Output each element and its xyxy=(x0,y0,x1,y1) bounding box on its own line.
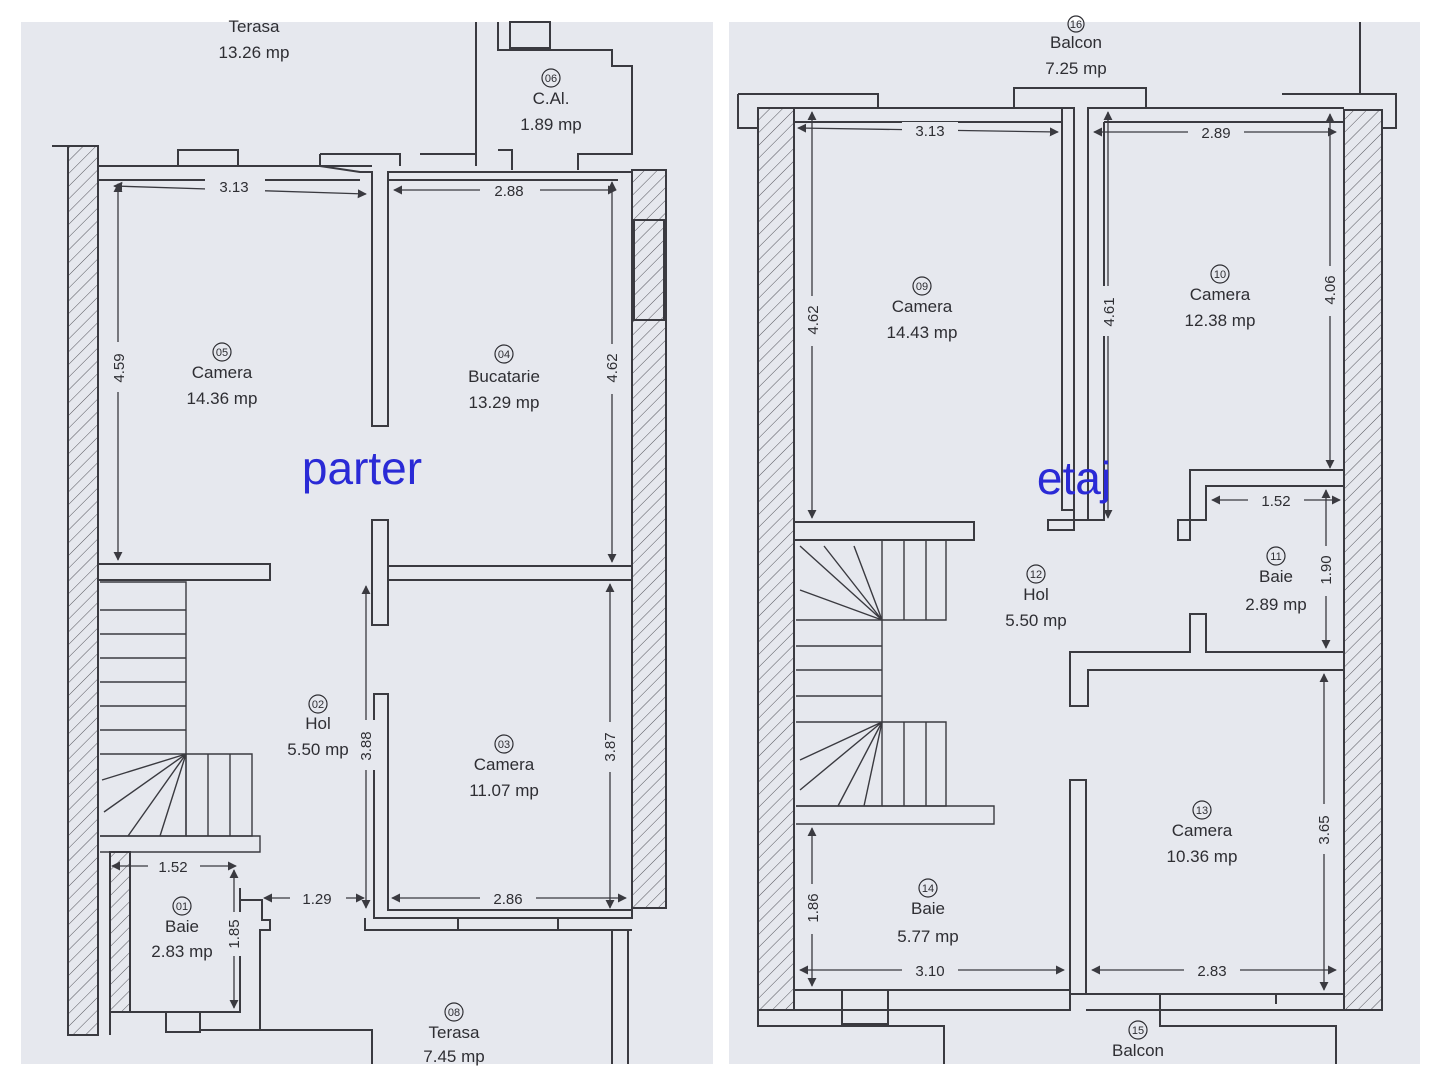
room-05-name: Camera xyxy=(192,363,253,382)
room-12-area: 5.50 mp xyxy=(1005,611,1066,630)
dimensions-etaj: 3.13 2.89 4.62 4.61 4.06 1.52 1.90 3.65 … xyxy=(797,111,1341,991)
room-12-name: Hol xyxy=(1023,585,1049,604)
room-14-num: 14 xyxy=(922,883,934,895)
room-12-num: 12 xyxy=(1030,569,1042,581)
room-06-area: 1.89 mp xyxy=(520,115,581,134)
dim-185: 1.85 xyxy=(226,919,243,948)
room-15-num: 15 xyxy=(1132,1025,1144,1037)
room-terasa-top-name: Terasa xyxy=(228,17,280,36)
outer-wall-left xyxy=(52,145,99,1036)
room-06-name: C.Al. xyxy=(533,89,570,108)
room-13-name: Camera xyxy=(1172,821,1233,840)
room-05-num: 05 xyxy=(216,347,228,359)
room-labels-etaj: 16 Balcon 7.25 mp 09 Camera 14.43 mp 10 … xyxy=(887,15,1307,1060)
room-01-area: 2.83 mp xyxy=(151,942,212,961)
outer-wall-right-etaj xyxy=(1343,109,1383,1011)
outer-wall-left-etaj xyxy=(757,107,795,1011)
room-09-name: Camera xyxy=(892,297,953,316)
dim-190-etaj: 1.90 xyxy=(1318,555,1335,584)
dim-313: 3.13 xyxy=(219,179,248,196)
room-03-num: 03 xyxy=(498,739,510,751)
panel-parter: 3.13 2.88 4.59 4.62 3.88 3.87 2.86 1.29 … xyxy=(21,17,713,1066)
room-13-area: 10.36 mp xyxy=(1167,847,1238,866)
dim-459: 4.59 xyxy=(111,353,128,382)
floor-label-parter: parter xyxy=(302,442,422,494)
room-06-num: 06 xyxy=(545,73,557,85)
room-10-num: 10 xyxy=(1214,269,1226,281)
room-02-area: 5.50 mp xyxy=(287,740,348,759)
dim-288: 2.88 xyxy=(494,183,523,200)
room-08-num: 08 xyxy=(448,1007,460,1019)
room-10-name: Camera xyxy=(1190,285,1251,304)
room-04-name: Bucatarie xyxy=(468,367,540,386)
floor-label-etaj: etaj xyxy=(1037,452,1111,504)
room-16-num: 16 xyxy=(1070,19,1082,31)
room-11-name: Baie xyxy=(1259,567,1293,586)
dim-387: 3.87 xyxy=(602,732,619,761)
room-16-area: 7.25 mp xyxy=(1045,59,1106,78)
room-10-area: 12.38 mp xyxy=(1185,311,1256,330)
dim-289-etaj: 2.89 xyxy=(1201,125,1230,142)
room-09-area: 14.43 mp xyxy=(887,323,958,342)
dim-365-etaj: 3.65 xyxy=(1316,815,1333,844)
dim-310-etaj: 3.10 xyxy=(915,963,944,980)
room-terasa-top-area: 13.26 mp xyxy=(219,43,290,62)
dim-129: 1.29 xyxy=(302,891,331,908)
dim-152: 1.52 xyxy=(158,859,187,876)
room-04-num: 04 xyxy=(498,349,510,361)
dim-406-etaj: 4.06 xyxy=(1322,275,1339,304)
pantry-walls xyxy=(475,22,633,170)
room-02-name: Hol xyxy=(305,714,331,733)
dimensions-parter: 3.13 2.88 4.59 4.62 3.88 3.87 2.86 1.29 … xyxy=(108,178,627,1009)
dim-462: 4.62 xyxy=(604,353,621,382)
room-09-num: 09 xyxy=(916,281,928,293)
room-03-name: Camera xyxy=(474,755,535,774)
dim-462-etaj: 4.62 xyxy=(805,305,822,334)
dim-283-etaj: 2.83 xyxy=(1197,963,1226,980)
room-labels-parter: Terasa 13.26 mp 06 C.Al. 1.89 mp 05 Came… xyxy=(151,17,581,1066)
dim-313-etaj: 3.13 xyxy=(915,123,944,140)
room-13-num: 13 xyxy=(1196,805,1208,817)
staircase-parter xyxy=(100,581,261,853)
dim-286: 2.86 xyxy=(493,891,522,908)
room-04-area: 13.29 mp xyxy=(469,393,540,412)
room-03-area: 11.07 mp xyxy=(469,781,539,800)
room-02-num: 02 xyxy=(312,699,324,711)
room-05-area: 14.36 mp xyxy=(187,389,258,408)
outer-wall-right xyxy=(631,169,667,909)
room-16-name: Balcon xyxy=(1050,33,1102,52)
room-11-num: 11 xyxy=(1270,551,1281,563)
dim-388: 3.88 xyxy=(358,731,375,760)
dim-152-etaj: 1.52 xyxy=(1261,493,1290,510)
staircase-etaj xyxy=(796,539,995,825)
room-14-name: Baie xyxy=(911,899,945,918)
panel-etaj: 3.13 2.89 4.62 4.61 4.06 1.52 1.90 3.65 … xyxy=(729,15,1420,1064)
room-01-num: 01 xyxy=(176,901,188,913)
dim-186-etaj: 1.86 xyxy=(805,893,822,922)
room-08-name: Terasa xyxy=(428,1023,480,1042)
room-15-name: Balcon xyxy=(1112,1041,1164,1060)
room-14-area: 5.77 mp xyxy=(897,927,958,946)
room-01-name: Baie xyxy=(165,917,199,936)
dim-461-etaj: 4.61 xyxy=(1101,297,1118,326)
room-11-area: 2.89 mp xyxy=(1245,595,1306,614)
room-08-area: 7.45 mp xyxy=(423,1047,484,1066)
